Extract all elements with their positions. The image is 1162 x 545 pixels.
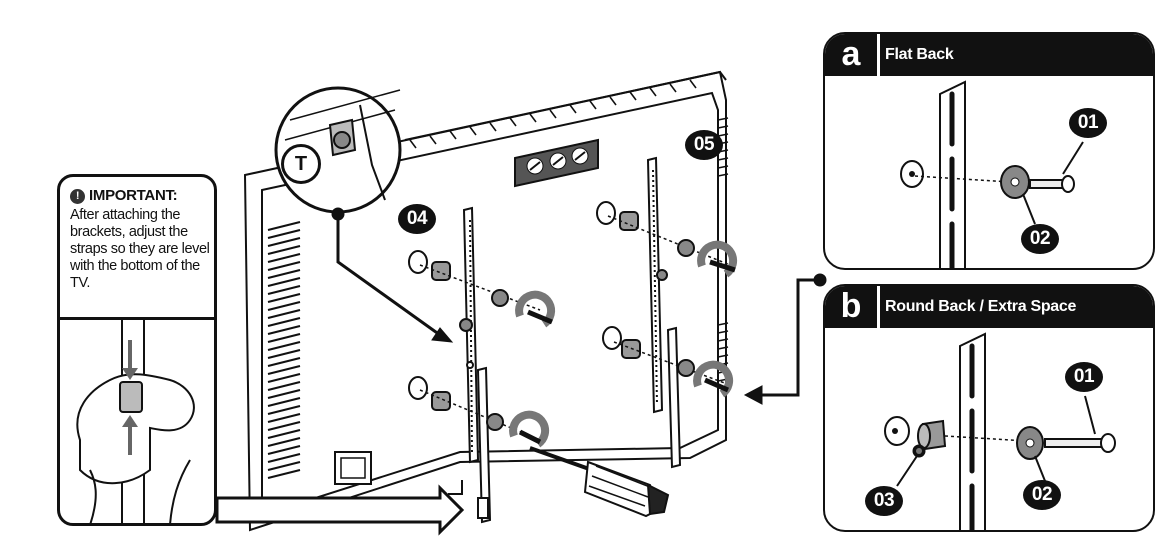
panel-b-callout-03-label: 03 [873, 490, 895, 511]
important-text: After attaching the brackets, adjust the… [70, 207, 210, 291]
tool-badge: T [281, 144, 321, 184]
panel-a-letter: a [825, 34, 880, 76]
washers-screws [486, 239, 738, 448]
panel-a-callout-02: 02 [1021, 224, 1059, 254]
panel-b-callout-03: 03 [865, 486, 903, 516]
panel-b-callout-01-label: 01 [1073, 366, 1095, 387]
hand-adjusting-strap-illustration [76, 320, 195, 523]
strap-arrow [215, 484, 465, 536]
panel-a-title: Flat Back [885, 46, 954, 63]
panel-a-callout-01-label: 01 [1077, 112, 1099, 133]
exclamation-icon: ! [70, 189, 85, 204]
part-04-label: 04 [406, 208, 428, 229]
screwdriver [529, 446, 670, 518]
panel-b-round-back: b Round Back / Extra Space 01 02 03 [823, 284, 1155, 532]
tool-label: T [294, 153, 308, 175]
part-05-label: 05 [693, 134, 715, 155]
part-04-badge: 04 [398, 204, 436, 234]
vent-slots-top [409, 79, 697, 149]
spacers [431, 211, 641, 411]
panel-a-illustration [900, 80, 1084, 268]
panel-a-flat-back: a Flat Back 01 02 [823, 32, 1155, 270]
leader-line-magnifier [331, 207, 454, 343]
leader-line-panels [743, 273, 827, 405]
bracket-04 [459, 206, 492, 524]
panel-b-letter: b [825, 286, 880, 328]
important-heading-text: IMPORTANT: [89, 187, 178, 204]
panel-b-callout-01: 01 [1065, 362, 1103, 392]
panel-b-title: Round Back / Extra Space [885, 298, 1077, 315]
callout-divider [60, 317, 214, 320]
important-callout: ! IMPORTANT: After attaching the brackets… [57, 174, 217, 526]
part-05-badge: 05 [685, 130, 723, 160]
dashed-guides [419, 215, 731, 441]
vent-slots-right [717, 117, 729, 382]
panel-b-illustration [884, 332, 1116, 530]
panel-b-callout-02: 02 [1023, 480, 1061, 510]
important-heading: ! IMPORTANT: [70, 187, 178, 204]
panel-b-callout-02-label: 02 [1031, 484, 1053, 505]
vent-slots-left [267, 221, 301, 479]
panel-a-callout-01: 01 [1069, 108, 1107, 138]
panel-a-callout-02-label: 02 [1029, 228, 1051, 249]
connector-panel [514, 138, 599, 188]
